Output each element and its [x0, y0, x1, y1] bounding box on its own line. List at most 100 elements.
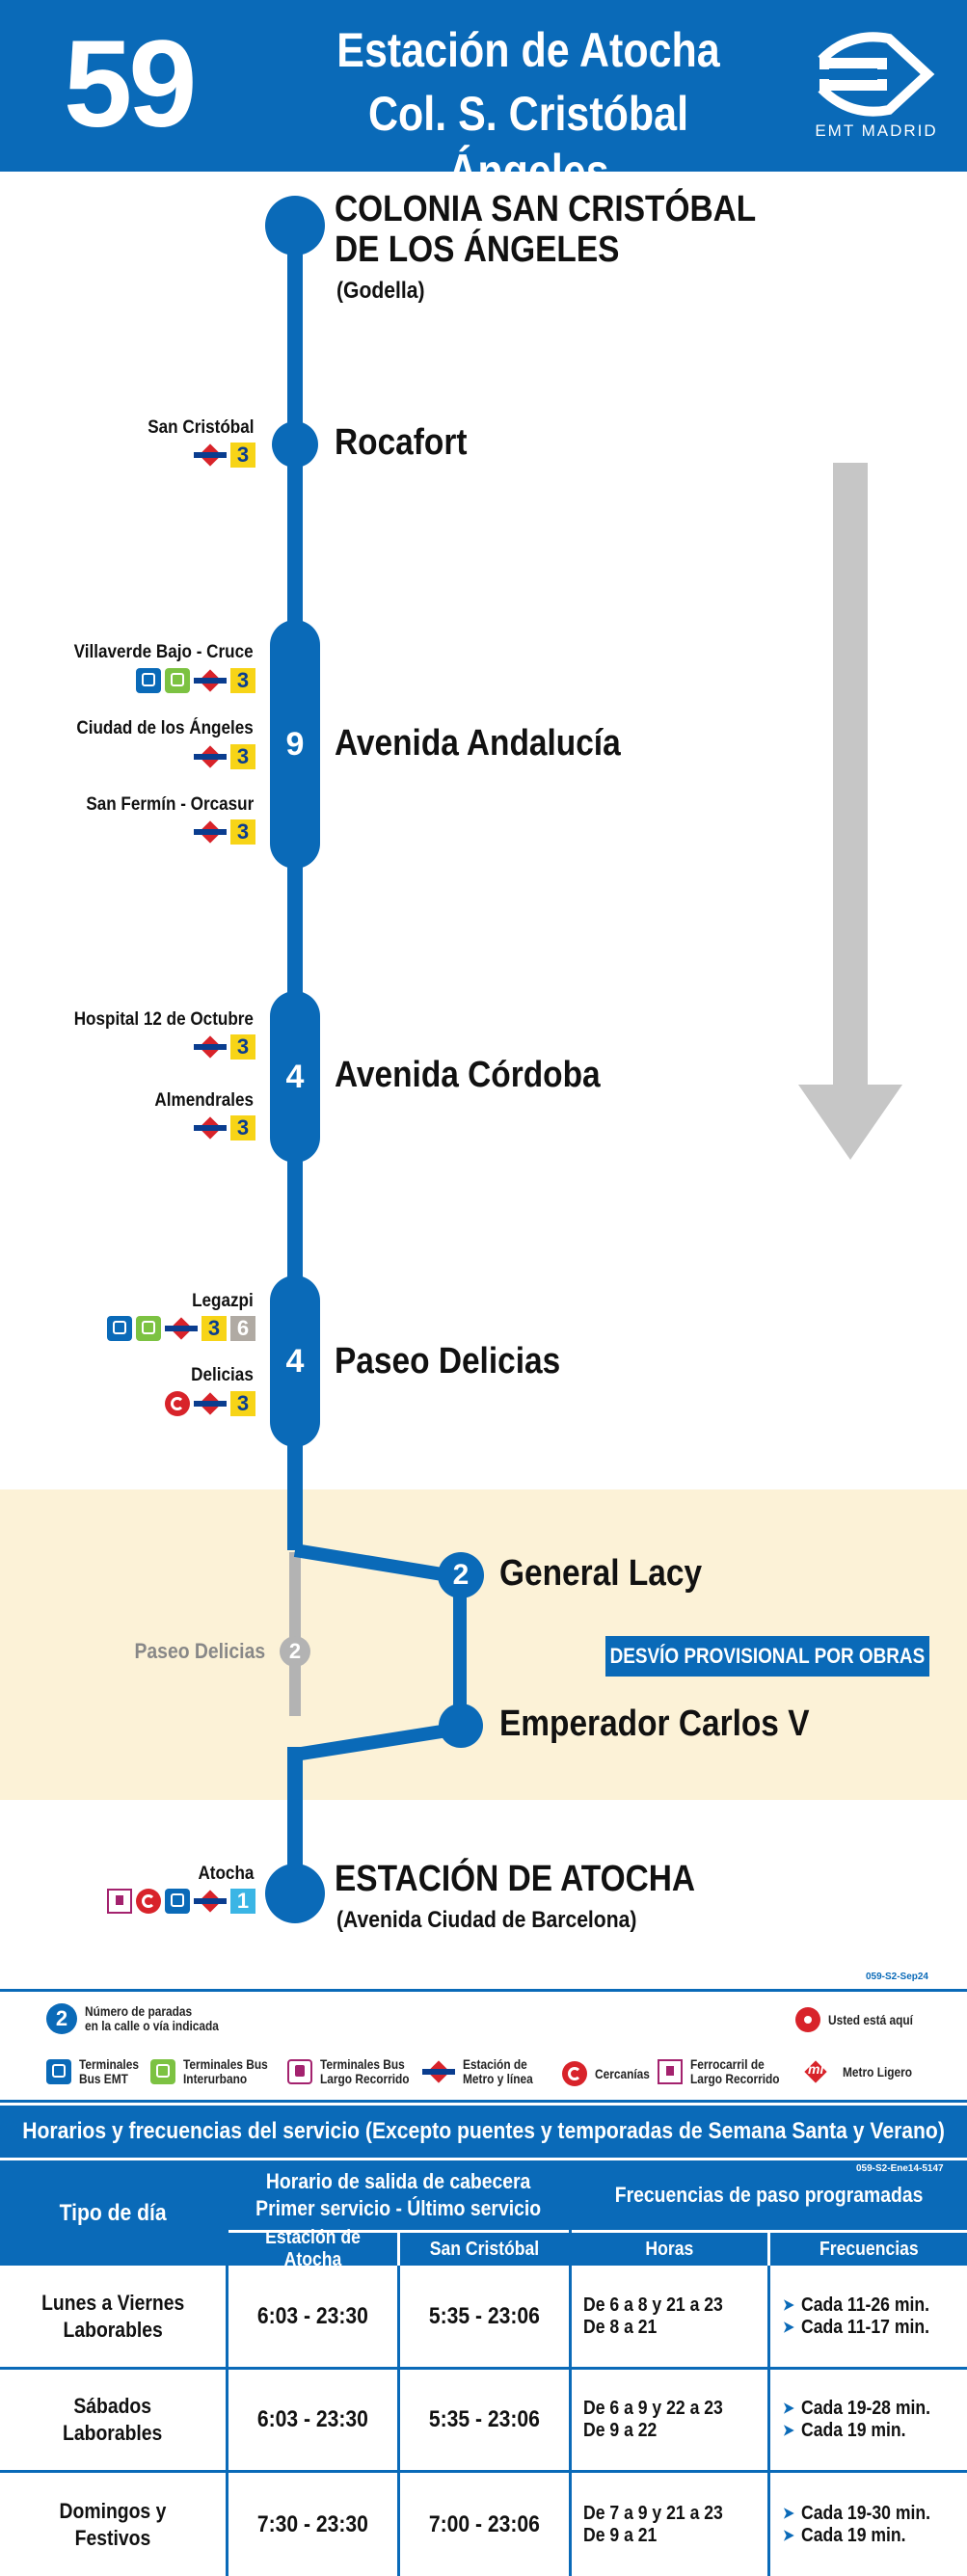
stop-name-colonia: COLONIA SAN CRISTÓBAL DE LOS ÁNGELES: [335, 189, 757, 270]
connection-icons: 3: [194, 443, 255, 468]
line-3-icon: 3: [230, 443, 255, 468]
bus-emt-icon: [46, 2059, 71, 2084]
col-divider: [767, 2266, 770, 2576]
legend: 2 Número de paradas en la calle o vía in…: [0, 1989, 967, 2103]
bus-emt-icon: [165, 1889, 190, 1914]
col-divider: [226, 2160, 228, 2576]
legend-item: Ferrocarril de Largo Recorrido: [658, 2057, 795, 2086]
stop-name-emperador: Emperador Carlos V: [499, 1704, 810, 1744]
connection-icons: 3: [136, 668, 255, 693]
connection-icons: 3: [194, 819, 255, 845]
legend-item: Cercanías: [562, 2061, 659, 2086]
metro-icon: [194, 1117, 227, 1139]
row-divider: [0, 2470, 967, 2473]
stop-name-atocha: ESTACIÓN DE ATOCHA: [335, 1859, 696, 1899]
line-3-icon: 3: [201, 1316, 227, 1341]
connection-icons: 3: [194, 744, 255, 769]
header: 59 Estación de Atocha Col. S. Cristóbal …: [0, 0, 967, 199]
col-header-frecuencias: Frecuencias: [770, 2233, 967, 2266]
row-atocha: 6:03 - 23:30: [256, 2302, 369, 2329]
connection-icons: 3: [194, 1115, 255, 1140]
connection-label: Almendrales: [154, 1090, 254, 1111]
legend-text: Usted está aquí: [828, 2011, 913, 2027]
row-cristobal: 7:00 - 23:06: [428, 2510, 541, 2537]
row-cristobal: 5:35 - 23:06: [428, 2302, 541, 2329]
terminus-stop-dot: [265, 1864, 325, 1923]
row-tipo: Domingos y Festivos: [59, 2498, 167, 2550]
stop-name-andalucia: Avenida Andalucía: [335, 723, 621, 764]
bus-emt-icon: [107, 1316, 132, 1341]
you-are-here-icon: [795, 2007, 820, 2032]
connection-label: Legazpi: [192, 1291, 254, 1311]
line-3-icon: 3: [230, 744, 255, 769]
legend-text: Ferrocarril de Largo Recorrido: [690, 2056, 780, 2086]
legend-item: Terminales Bus Largo Recorrido: [287, 2057, 425, 2086]
direction-arrow-icon: [833, 463, 868, 1089]
cercanias-icon: [165, 1391, 190, 1416]
bus-emt-icon: [136, 668, 161, 693]
line-3-icon: 3: [230, 668, 255, 693]
legend-item: Terminales Bus Interurbano: [150, 2057, 282, 2086]
arrow-icon: ➤: [783, 2423, 794, 2439]
metro-icon: [165, 1318, 198, 1339]
bus-largo-recorrido-icon: [287, 2059, 312, 2084]
line-3-icon: 3: [230, 819, 255, 845]
route-line-lower: [287, 1747, 303, 1892]
metro-icon: [194, 1393, 227, 1414]
stop-name-rocafort: Rocafort: [335, 422, 468, 463]
cercanias-icon: [562, 2061, 587, 2086]
metro-icon: [194, 444, 227, 466]
metro-ligero-icon: [796, 2061, 835, 2082]
connection-label: San Cristóbal: [147, 417, 254, 438]
bus-interurbano-icon: [136, 1316, 161, 1341]
row-tipo: Sábados Laborables: [63, 2394, 163, 2445]
stop-sub-atocha: (Avenida Ciudad de Barcelona): [336, 1907, 637, 1933]
row-frecuencias: ➤Cada 19-28 min. ➤Cada 19 min.: [783, 2398, 931, 2441]
col-divider: [397, 2266, 400, 2576]
line-3-icon: 3: [230, 1391, 255, 1416]
line-6-icon: 6: [230, 1316, 255, 1341]
arrow-icon: ➤: [783, 2527, 794, 2544]
row-divider: [0, 2367, 967, 2370]
col-header-atocha: Estación de Atocha: [228, 2227, 397, 2270]
line-number: 59: [64, 15, 197, 153]
col-header-horario: Horario de salida de cabecera Primer ser…: [228, 2160, 569, 2230]
schedule-title: Horarios y frecuencias del servicio (Exc…: [0, 2106, 967, 2158]
metro-icon: [422, 2061, 455, 2082]
row-atocha: 6:03 - 23:30: [256, 2406, 369, 2432]
legend-item: Usted está aquí: [795, 2007, 927, 2032]
col-header-frecuencias-group: Frecuencias de paso programadas: [572, 2160, 967, 2230]
metro-icon: [194, 1891, 227, 1912]
metro-icon: [194, 746, 227, 767]
route-line: [287, 226, 303, 1550]
row-frecuencias: ➤Cada 19-30 min. ➤Cada 19 min.: [783, 2502, 931, 2546]
row-tipo: Lunes a Viernes Laborables: [40, 2290, 185, 2342]
legend-item: Estación de Metro y línea: [422, 2057, 546, 2086]
stop-count-general-lacy: 2: [438, 1552, 484, 1598]
brand-text: EMT MADRID: [815, 121, 938, 140]
legend-text: Estación de Metro y línea: [463, 2056, 533, 2086]
legend-text: Terminales Bus Largo Recorrido: [320, 2056, 410, 2086]
row-cristobal: 5:35 - 23:06: [428, 2406, 541, 2432]
bus-interurbano-icon: [165, 668, 190, 693]
table-code: 059-S2-Ene14-5147: [856, 2163, 944, 2174]
arrow-icon: ➤: [783, 2401, 794, 2417]
arrow-icon: ➤: [783, 2296, 794, 2314]
stop-count-delicias: 4: [270, 1275, 320, 1447]
line-3-icon: 3: [230, 1115, 255, 1140]
terminus-stop-dot: [265, 196, 325, 255]
arrow-icon: ➤: [783, 2505, 794, 2522]
connection-label: Villaverde Bajo - Cruce: [74, 642, 254, 662]
legend-text: Terminales Bus EMT: [79, 2056, 139, 2086]
stop-name-paseo-delicias: Paseo Delicias: [335, 1341, 561, 1382]
line-3-icon: 3: [230, 1034, 255, 1060]
connection-icons: 3: [165, 1391, 255, 1416]
ferrocarril-icon: [107, 1889, 132, 1914]
legend-item: Terminales Bus EMT: [46, 2057, 149, 2086]
stop-name-cordoba: Avenida Córdoba: [335, 1055, 601, 1095]
connection-label: Hospital 12 de Octubre: [73, 1009, 254, 1030]
legend-text: Metro Ligero: [843, 2063, 913, 2080]
connection-icons: 1: [107, 1889, 255, 1914]
legend-text: Cercanías: [595, 2065, 650, 2081]
